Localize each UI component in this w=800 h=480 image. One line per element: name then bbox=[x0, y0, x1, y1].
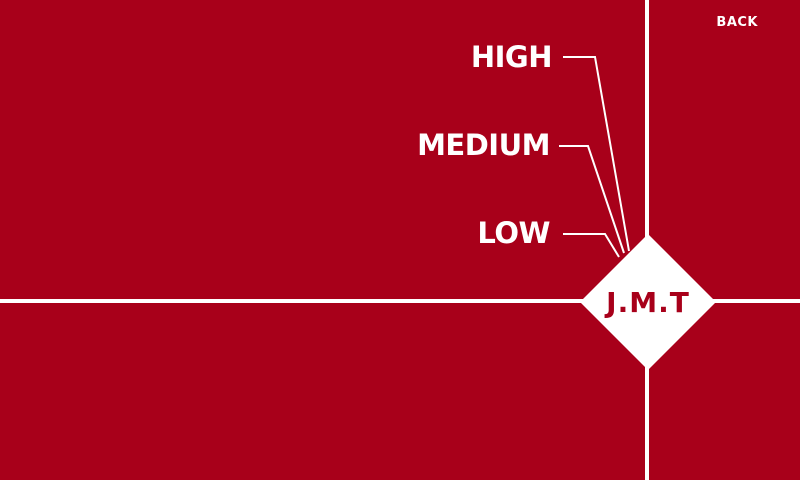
back-button[interactable]: BACK bbox=[716, 15, 758, 30]
level-low-option[interactable]: LOW bbox=[477, 216, 550, 250]
low-leader-line bbox=[563, 233, 620, 258]
level-medium-option[interactable]: MEDIUM bbox=[417, 128, 550, 162]
high-leader-line bbox=[563, 56, 630, 252]
level-high-option[interactable]: HIGH bbox=[470, 40, 553, 74]
medium-leader-line bbox=[559, 145, 625, 254]
logo-text: J.M.T bbox=[606, 286, 690, 319]
logo-diamond bbox=[580, 234, 716, 370]
